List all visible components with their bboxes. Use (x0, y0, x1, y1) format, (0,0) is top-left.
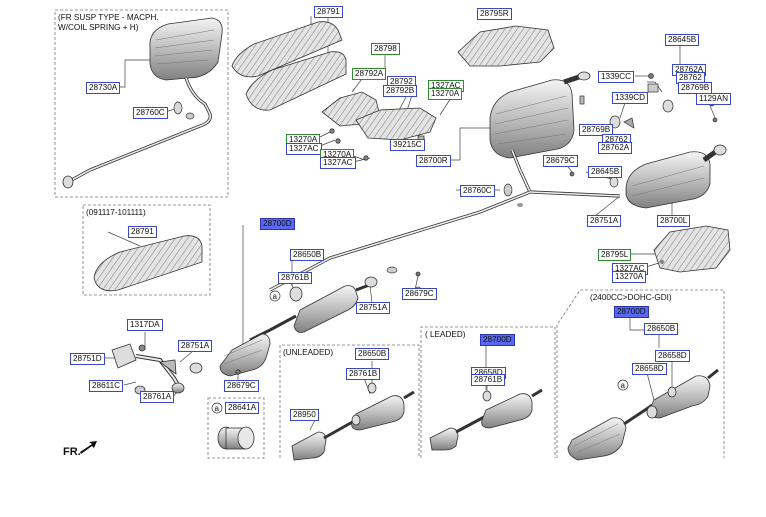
part-label[interactable]: 13270A (428, 88, 463, 100)
part-label[interactable]: 39215C (390, 139, 425, 151)
heat-shield-rear-l (653, 225, 731, 273)
part-label[interactable]: 28769B (678, 82, 713, 94)
note-engine: (2400CC>DOHC-GDI) (590, 293, 672, 302)
engine-2400-assy (567, 368, 719, 461)
part-label[interactable]: 28751A (178, 340, 213, 352)
part-label[interactable]: 28679C (402, 288, 437, 300)
rear-muffler-r (489, 71, 591, 159)
note-date-range: (091117-101111) (86, 208, 146, 217)
note-unleaded: (UNLEADED) (283, 348, 334, 357)
part-label[interactable]: 28700D (260, 218, 295, 230)
part-label[interactable]: 28645B (588, 166, 623, 178)
heat-shields-center (231, 21, 437, 161)
callout-markers (211, 290, 629, 414)
part-label[interactable]: 28791 (314, 6, 343, 18)
part-label[interactable]: 28700L (657, 215, 691, 227)
part-label[interactable]: 28751A (587, 215, 622, 227)
part-label[interactable]: 28679C (543, 155, 578, 167)
rear-muffler-l (625, 144, 727, 209)
part-label[interactable]: 1327AC (320, 157, 356, 169)
y-pipe (269, 149, 621, 292)
box-leaded (420, 326, 556, 458)
part-label[interactable]: 13270A (612, 271, 647, 283)
part-label[interactable]: 28650B (355, 348, 390, 360)
part-label[interactable]: 1339CC (598, 71, 635, 83)
callout-a-text-3: a (621, 381, 626, 390)
part-label[interactable]: 28650B (290, 249, 325, 261)
part-label[interactable]: 28679C (224, 380, 259, 392)
part-label[interactable]: 28795L (598, 249, 632, 261)
part-label[interactable]: 28658D (632, 363, 667, 375)
part-label[interactable]: 28730A (86, 82, 121, 94)
part-label[interactable]: 28761B (346, 368, 381, 380)
part-label[interactable]: 28641A (225, 402, 260, 414)
front-direction-label: FR. (63, 446, 81, 458)
part-label[interactable]: 28760C (460, 185, 495, 197)
part-label[interactable]: 28751A (356, 302, 391, 314)
callout-a-text-1: a (273, 292, 278, 301)
part-label[interactable]: 28658D (655, 350, 690, 362)
part-label[interactable]: 28645B (665, 34, 700, 46)
part-label[interactable]: 28761B (471, 374, 506, 386)
part-label[interactable]: 28700D (480, 334, 515, 346)
front-arrow-icon (80, 441, 97, 454)
box-unleaded (279, 344, 420, 458)
part-label[interactable]: 28761B (278, 272, 313, 284)
part-label[interactable]: 28769B (579, 124, 614, 136)
part-label[interactable]: 28798 (371, 43, 400, 55)
hangers-right (569, 73, 718, 188)
part-label[interactable]: 1129AN (696, 93, 731, 105)
part-label[interactable]: 28950 (290, 409, 319, 421)
part-label[interactable]: 28611C (89, 380, 124, 392)
part-label[interactable]: 28650B (644, 323, 679, 335)
box-fr-susp (54, 9, 229, 198)
heat-shield-box2 (93, 235, 203, 292)
part-label[interactable]: 28791 (128, 226, 157, 238)
note-fr-susp-2: W/COIL SPRING + H) (58, 23, 139, 32)
callout-a-engine (617, 379, 629, 391)
part-label[interactable]: 28762A (598, 142, 633, 154)
callout-a-text-2: a (215, 404, 220, 413)
box-date-range (82, 204, 211, 296)
part-label[interactable]: 1327AC (286, 143, 322, 155)
note-fr-susp-1: (FR SUSP TYPE - MACPH. (58, 13, 159, 22)
leaded-assy (429, 388, 543, 451)
part-label[interactable]: 28761A (140, 391, 175, 403)
front-muffler-assy (62, 17, 223, 189)
center-muffler-assy (219, 271, 422, 377)
part-label[interactable]: 28792B (383, 85, 418, 97)
part-label[interactable]: 28751D (70, 353, 105, 365)
callout-a-clamp-box (211, 402, 223, 414)
clamp (217, 426, 255, 450)
part-label[interactable]: 28795R (477, 8, 512, 20)
part-label[interactable]: 1317DA (127, 319, 163, 331)
part-label[interactable]: 28792A (352, 68, 387, 80)
group-boxes (54, 9, 725, 459)
part-label[interactable]: 28700R (416, 155, 451, 167)
unleaded-assy (291, 382, 415, 461)
front-pipe-assy (111, 343, 241, 395)
part-label[interactable]: 28760C (133, 107, 168, 119)
part-label[interactable]: 28700D (614, 306, 649, 318)
note-leaded: ( LEADED) (425, 330, 466, 339)
callout-a-center (269, 290, 281, 302)
box-clamp (207, 397, 265, 459)
part-label[interactable]: 1339CD (612, 92, 649, 104)
